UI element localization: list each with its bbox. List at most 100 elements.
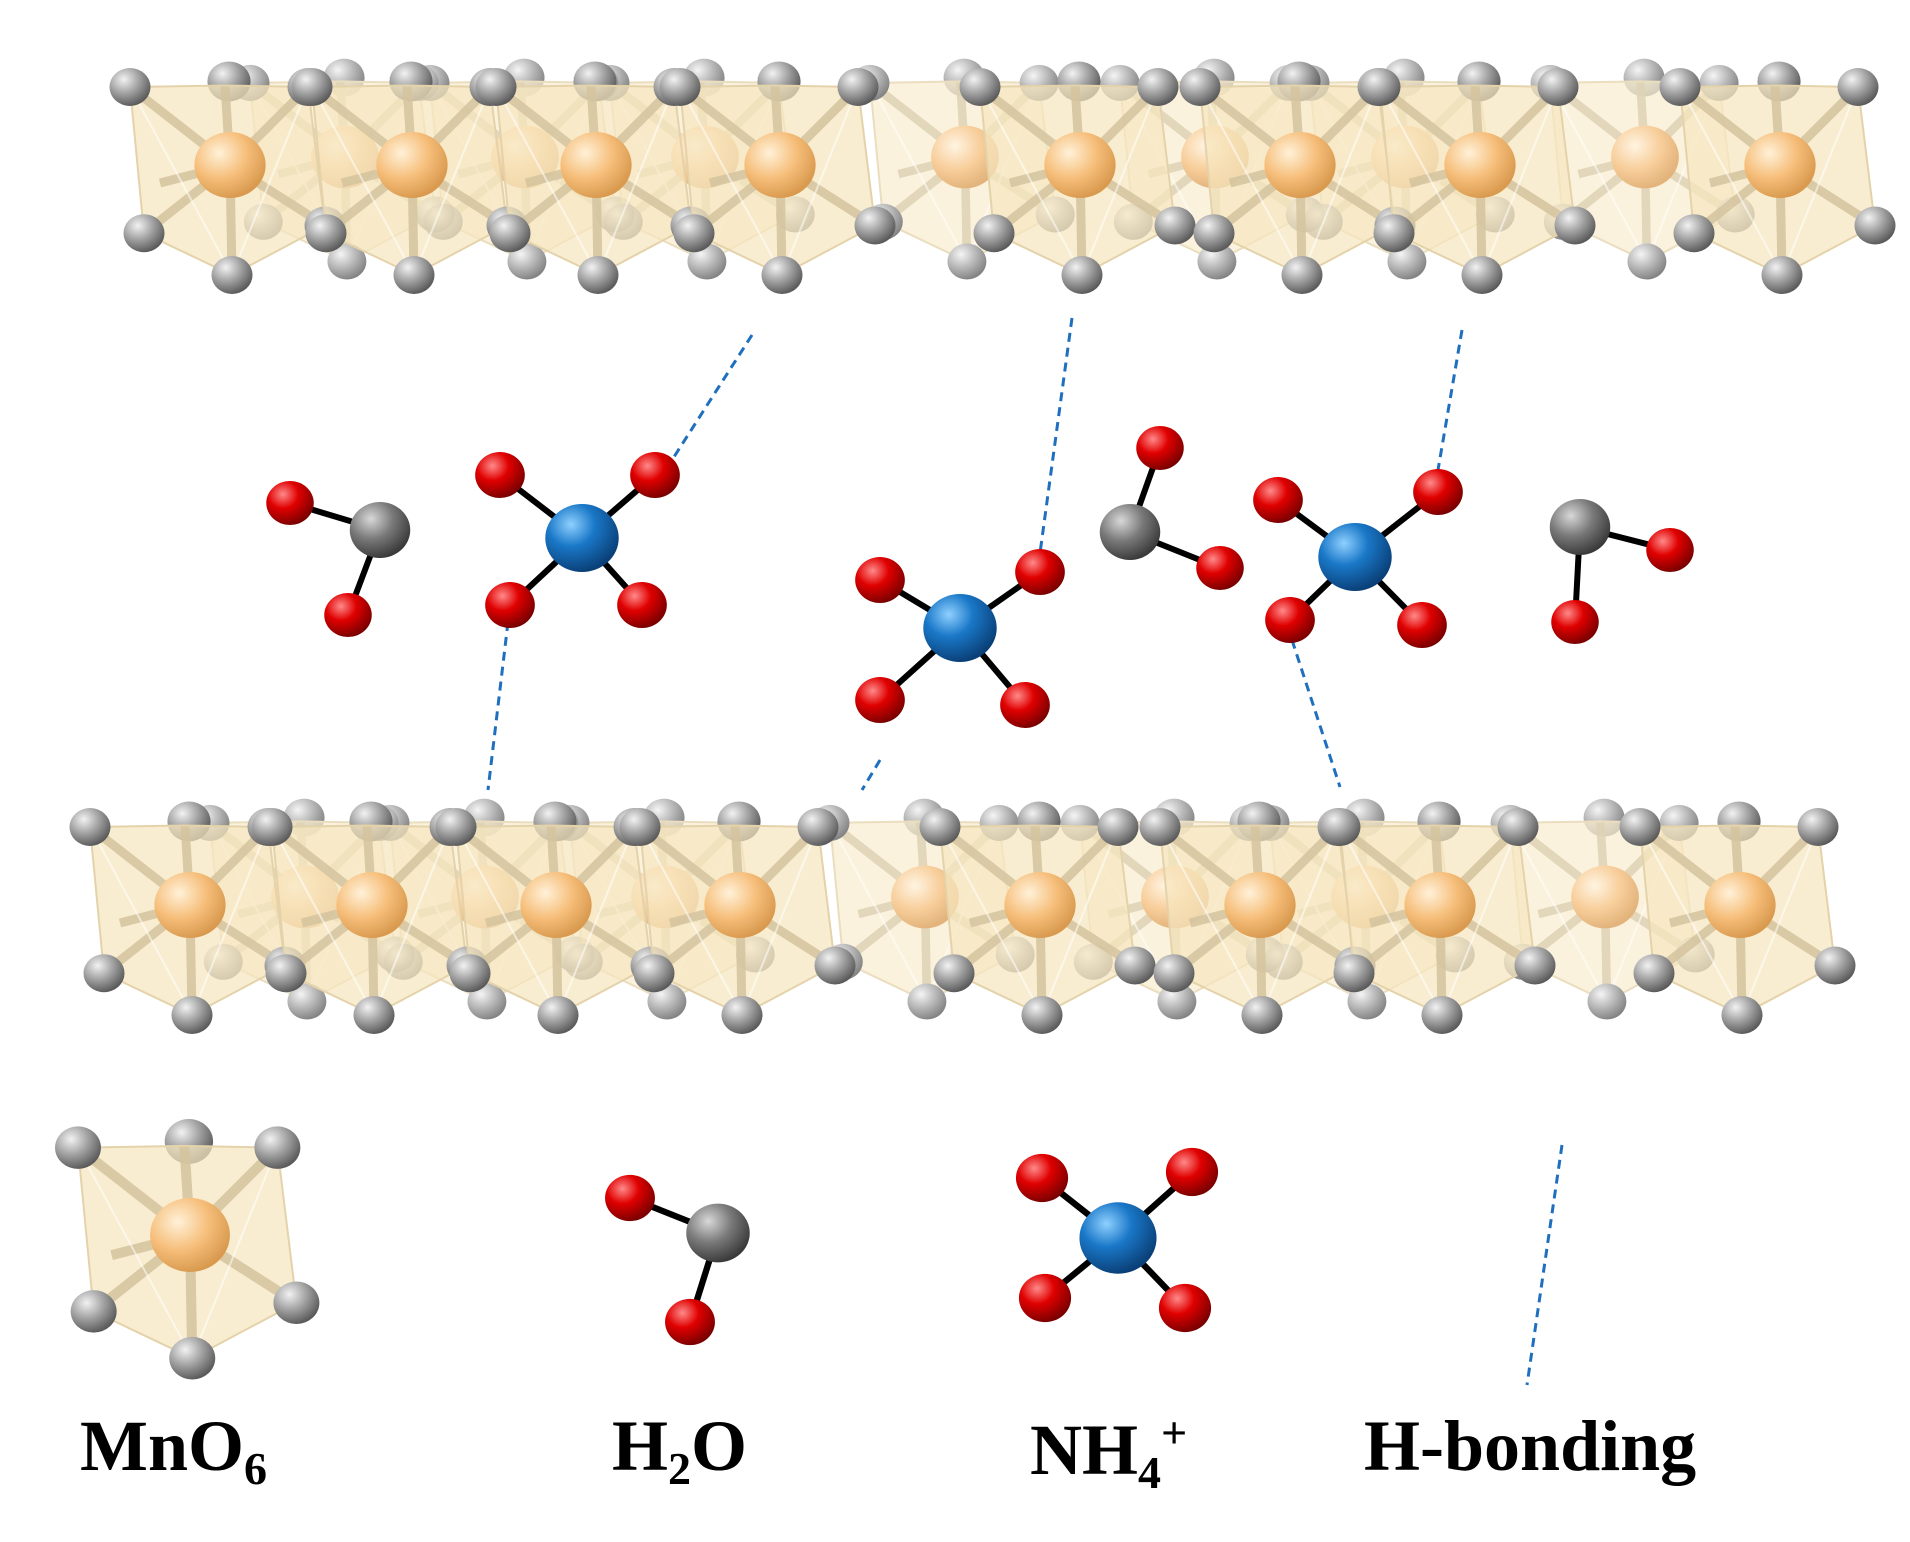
o-atom <box>265 954 307 993</box>
o-atom <box>1514 946 1556 985</box>
o-atom <box>919 808 961 846</box>
water-h-atom <box>1136 426 1184 470</box>
hydrogen-atom <box>1265 597 1315 643</box>
legend-mno6-main: MnO <box>80 1406 245 1486</box>
hbond-line <box>1038 317 1074 554</box>
octahedron-edge <box>1441 826 1519 1016</box>
hydrogen-atom <box>617 582 667 628</box>
mn-atom <box>1044 132 1116 198</box>
hbond-dash-icon <box>1525 1144 1564 1386</box>
o-atom <box>659 68 701 106</box>
octahedron-edge <box>77 1147 194 1359</box>
legend-nh4-main: NH <box>1030 1410 1138 1490</box>
o-atom <box>251 808 293 846</box>
hydrogen-atom <box>1015 549 1065 595</box>
o-atom <box>933 954 975 993</box>
o-atom <box>1837 68 1879 106</box>
o-atom <box>1197 243 1237 280</box>
mn-atom <box>1704 872 1776 938</box>
legend-icons <box>55 1119 1219 1380</box>
o-atom <box>1137 68 1179 106</box>
legend-label-nh4: NH4+ <box>1030 1410 1187 1496</box>
hydrogen-atom <box>855 677 905 723</box>
octahedron-edge <box>413 86 491 276</box>
o-atom <box>721 996 763 1034</box>
o-atom <box>327 243 367 280</box>
octahedron-edge <box>373 826 451 1016</box>
octahedron-edge <box>191 826 269 1016</box>
octahedron-edge <box>455 826 559 1016</box>
o-atom <box>1241 996 1283 1034</box>
ammonium-ion <box>855 549 1065 728</box>
mn-atom <box>1404 872 1476 938</box>
nitrogen-atom <box>545 504 619 572</box>
octahedron-edge <box>741 826 819 1016</box>
ammonium-ion <box>1253 469 1463 648</box>
o-atom <box>123 214 165 253</box>
hydrogen-atom <box>485 582 535 628</box>
hydrogen-atom <box>1018 1273 1072 1323</box>
o-atom <box>947 243 987 280</box>
mn-atom <box>1004 872 1076 938</box>
o-atom <box>1387 243 1427 280</box>
mno6-octahedron <box>1139 801 1376 1034</box>
hydrogen-atom <box>1158 1283 1212 1333</box>
octahedron-edge <box>1199 86 1303 276</box>
o-atom <box>1359 68 1401 106</box>
o-atom <box>70 1290 117 1333</box>
o-atom <box>1554 206 1596 245</box>
water-h-atom <box>1551 600 1599 644</box>
o-atom <box>273 1281 320 1325</box>
mn-atom <box>150 1198 230 1272</box>
o-atom <box>287 983 327 1020</box>
o-atom <box>69 808 111 846</box>
octahedron-edge <box>311 86 415 276</box>
mn-atom <box>376 132 448 198</box>
hydrogen-atom <box>630 452 680 498</box>
octahedron-edge <box>1639 826 1743 1016</box>
o-atom <box>1153 954 1195 993</box>
o-atom <box>1333 954 1375 993</box>
hydrogen-atom <box>1015 1153 1069 1203</box>
o-atom <box>1673 214 1715 253</box>
mno6-octahedron <box>1659 61 1896 294</box>
o-atom <box>673 214 715 253</box>
octahedron-edge <box>1379 86 1483 276</box>
octahedron-edge <box>1781 86 1859 276</box>
mno6-octahedron-icon <box>55 1119 320 1380</box>
octahedron-edge <box>639 826 743 1016</box>
octahedron-edge <box>979 86 1083 276</box>
octahedron-edge <box>1741 826 1819 1016</box>
o-atom <box>797 808 839 846</box>
o-atom <box>1021 996 1063 1034</box>
water-heavy-atom <box>686 1203 750 1263</box>
water-molecule <box>1099 426 1244 590</box>
o-atom <box>1627 243 1667 280</box>
mno6-layer-upper <box>109 58 1896 294</box>
o-atom <box>907 983 947 1020</box>
mno6-octahedron <box>1359 61 1596 294</box>
octahedron-edge <box>231 86 309 276</box>
o-atom <box>305 214 347 253</box>
legend-label-hbond: H-bonding <box>1364 1410 1696 1482</box>
o-atom <box>1587 983 1627 1020</box>
octahedron-edge <box>1081 86 1159 276</box>
o-atom <box>435 808 477 846</box>
o-atom <box>353 996 395 1034</box>
legend-label-h2o: H2O <box>612 1410 747 1492</box>
hbond-line <box>1290 639 1342 788</box>
mn-atom <box>336 872 408 938</box>
o-atom <box>633 954 675 993</box>
octahedron-edge <box>129 86 233 276</box>
o-atom <box>83 954 125 993</box>
o-atom <box>814 946 856 985</box>
legend-nh4-superscript: + <box>1161 1407 1188 1458</box>
o-atom <box>1854 206 1896 245</box>
water-h-atom <box>665 1298 715 1346</box>
water-h-atom <box>1196 546 1244 590</box>
mn-atom <box>1571 865 1639 929</box>
water-molecule <box>266 481 411 637</box>
o-atom <box>647 983 687 1020</box>
o-atom <box>577 256 619 294</box>
octahedron-edge <box>89 826 193 1016</box>
